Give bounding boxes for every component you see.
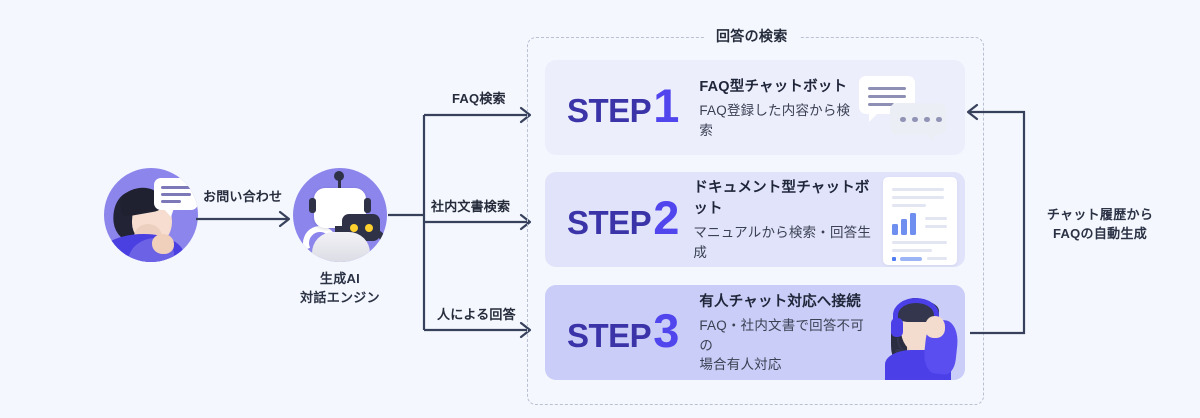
engine-caption-line1: 生成AI: [319, 271, 361, 286]
step-card-3[interactable]: STEP 3 有人チャット対応へ接続 FAQ・社内文書で回答不可の 場合有人対応: [545, 285, 965, 380]
step-1-desc: FAQ登録した内容から検索: [699, 102, 851, 138]
feedback-label: チャット履歴から FAQの自動生成: [1005, 206, 1195, 244]
step-1-title: FAQ型チャットボット: [699, 78, 848, 95]
chat-bubbles-icon: [851, 72, 961, 144]
feedback-label-line2: FAQの自動生成: [1052, 225, 1148, 241]
step-1-number: 1: [653, 78, 680, 132]
step-1-text: FAQ型チャットボット FAQ登録した内容から検索: [699, 75, 851, 140]
step-3-word: STEP: [567, 316, 652, 354]
step-2-text: ドキュメント型チャットボット マニュアルから検索・回答生成: [693, 176, 877, 262]
headset-agent-icon: [867, 288, 965, 380]
ai-engine-node: 生成AI 対話エンジン: [293, 168, 387, 308]
robot-icon: [293, 168, 387, 262]
branch-label-faq: FAQ検索: [452, 91, 506, 106]
step-3-desc-line1: FAQ・社内文書で回答不可の: [699, 318, 864, 353]
engine-caption-line2: 対話エンジン: [300, 289, 380, 305]
feedback-loop-arrow: [966, 103, 1026, 335]
user-avatar: [104, 168, 198, 262]
step-2-word: STEP: [567, 203, 652, 241]
feedback-label-line1: チャット履歴から: [1046, 207, 1154, 222]
branch-connector: [388, 106, 532, 339]
step-2-desc: マニュアルから検索・回答生成: [693, 225, 872, 260]
step-card-1[interactable]: STEP 1 FAQ型チャットボット FAQ登録した内容から検索: [545, 60, 965, 155]
step-3-text: 有人チャット対応へ接続 FAQ・社内文書で回答不可の 場合有人対応: [699, 290, 867, 375]
step-3-badge: STEP 3: [567, 303, 680, 357]
branch-label-internal-docs: 社内文書検索: [431, 199, 511, 214]
branch-label-human: 人による回答: [437, 307, 516, 322]
step-1-badge: STEP 1: [567, 78, 680, 132]
user-avatar-icon: [104, 168, 198, 262]
step-card-2[interactable]: STEP 2 ドキュメント型チャットボット マニュアルから検索・回答生成: [545, 172, 965, 267]
speech-bubble-icon: [154, 178, 198, 217]
step-2-badge: STEP 2: [567, 190, 680, 244]
step-2-number: 2: [653, 190, 680, 244]
step-3-desc-line2: 場合有人対応: [699, 357, 782, 373]
step-3-title: 有人チャット対応へ接続: [699, 294, 861, 311]
inquiry-arrow: [196, 210, 291, 228]
step-3-number: 3: [653, 303, 680, 357]
step-2-title: ドキュメント型チャットボット: [693, 180, 870, 218]
document-chart-icon: [877, 177, 965, 267]
search-group-title: 回答の検索: [705, 26, 799, 46]
inquiry-arrow-label: お問い合わせ: [203, 189, 283, 204]
step-1-word: STEP: [567, 91, 652, 129]
